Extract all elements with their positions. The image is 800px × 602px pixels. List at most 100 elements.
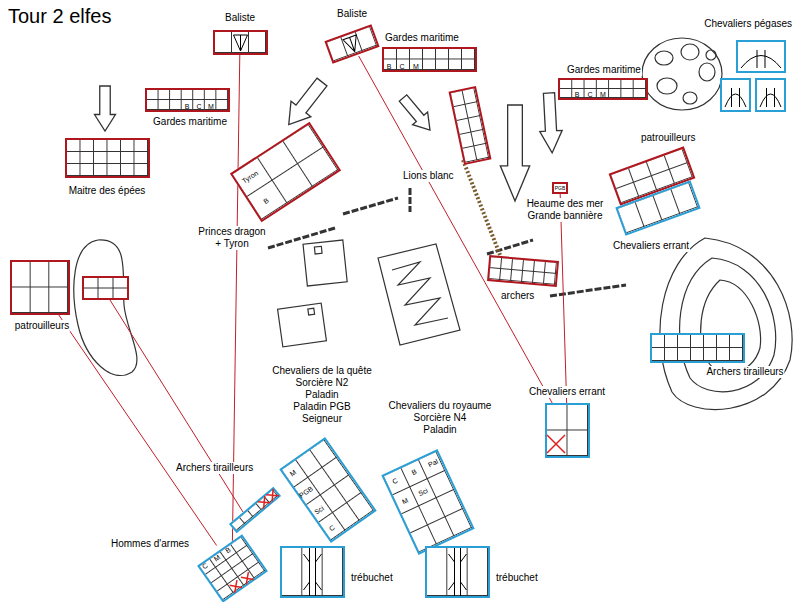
unit-name: Sorcière N2 [271, 377, 373, 389]
unit-symbol [720, 78, 751, 112]
unit-label: Chevaliers pégases [703, 18, 793, 30]
ruins [378, 244, 460, 345]
move-arrow [500, 105, 529, 201]
unit-symbol-stroke [725, 88, 746, 107]
unit-symbol [425, 546, 490, 598]
tree [683, 92, 697, 104]
unit-marking: M [600, 91, 606, 98]
unit-node: Baliste [327, 32, 377, 56]
unit-name: trébuchet [350, 572, 394, 584]
unit-node: Archers tirailleurs [650, 333, 745, 363]
tree [655, 51, 673, 65]
wall [409, 188, 412, 212]
unit-name: Maitre des épées [68, 185, 147, 197]
unit-symbol-stroke [741, 50, 781, 68]
unit-label: trébuchet [495, 572, 539, 584]
unit-marking: C [196, 103, 201, 110]
unit-label: patrouilleurs [640, 132, 696, 144]
tree [681, 44, 699, 60]
unit-node: trébuchet [280, 546, 345, 598]
unit-block [213, 30, 268, 55]
unit-node: Chevaliers pégases [720, 40, 786, 112]
wall [268, 228, 335, 248]
unit-label: patrouilleurs [14, 320, 70, 332]
range-line [560, 194, 566, 403]
move-arrow [538, 92, 564, 153]
unit-name: trébuchet [495, 572, 539, 584]
pegasus-model [720, 78, 751, 112]
unit-label: Baliste [336, 8, 368, 20]
forest [642, 38, 722, 110]
unit-label: Heaume des merGrande bannière [526, 198, 605, 222]
unit-node: Maitre des épées [65, 138, 150, 178]
unit-label: Gardes maritime [566, 64, 642, 76]
unit-symbol [755, 78, 786, 112]
unit-name: Chevaliers errant [612, 240, 690, 252]
unit-block [10, 260, 70, 315]
unit-label: Chevaliers errant [528, 386, 606, 398]
unit-name: Seigneur [271, 413, 373, 425]
unit-node: trébuchet [425, 546, 490, 598]
unit-block [545, 403, 590, 458]
unit-marking: M [208, 103, 214, 110]
unit-name: Paladin [388, 424, 493, 436]
unit-name: Hommes d'armes [110, 538, 190, 550]
unit-name: + Tyron [197, 238, 266, 250]
unit-name: Sorcière N4 [388, 412, 493, 424]
unit-symbol [229, 487, 281, 533]
unit-marking: B [575, 91, 580, 98]
unit-name: Heaume des mer [526, 198, 605, 210]
move-arrow [395, 92, 437, 137]
unit-node: Archers tirailleurs [226, 504, 284, 516]
unit-label: trébuchet [350, 572, 394, 584]
island [74, 240, 137, 376]
unit-node: Hommes d'armes [205, 546, 260, 591]
range-line [359, 56, 552, 403]
unit-name: Baliste [224, 12, 256, 24]
unit-name: Archers tirailleurs [705, 366, 784, 378]
unit-block [229, 487, 281, 533]
unit-block [280, 546, 345, 598]
unit-block [65, 138, 150, 178]
unit-block [720, 40, 786, 112]
unit-name: Grande bannière [526, 210, 605, 222]
unit-marking: M [413, 63, 419, 70]
tree [706, 50, 716, 60]
unit-symbol-stroke [343, 35, 361, 54]
unit-label: Archers tirailleurs [175, 462, 254, 474]
unit-symbol-stroke [229, 580, 242, 593]
unit-marking: C [399, 63, 404, 70]
unit-node: Chevaliers errant [545, 403, 590, 458]
unit-block [487, 255, 559, 287]
unit-symbol [736, 40, 786, 73]
unit-label: Chevaliers errant [612, 240, 690, 252]
unit-name: Gardes maritime [152, 116, 228, 128]
unit-node: archers [488, 258, 558, 284]
unit-name: patrouilleurs [14, 320, 70, 332]
unit-marking: C [587, 91, 592, 98]
unit-symbol-stroke [760, 88, 781, 107]
move-arrow [95, 86, 116, 131]
unit-name: Lions blanc [402, 170, 455, 182]
wall [343, 198, 398, 214]
unit-label: Chevaliers de la quêteSorcière N2Paladin… [271, 365, 373, 425]
unit-name: patrouilleurs [640, 132, 696, 144]
unit-name: Gardes maritime [384, 32, 460, 44]
building [303, 240, 347, 286]
hill [660, 238, 792, 410]
unit-symbol [280, 546, 345, 598]
unit-symbol-stroke [241, 572, 254, 585]
unit-block [449, 85, 492, 164]
unit-symbol [324, 24, 379, 64]
charge-path [463, 160, 500, 255]
unit-name: Archers tirailleurs [175, 462, 254, 474]
unit-symbol-stroke [304, 548, 322, 596]
unit-name: Chevaliers pégases [703, 18, 793, 30]
unit-label: Gardes maritime [152, 116, 228, 128]
unit-label: Lions blanc [402, 170, 455, 182]
unit-label: Hommes d'armes [110, 538, 190, 550]
shooting-line [110, 300, 243, 512]
unit-symbol [545, 403, 590, 458]
map-title: Tour 2 elfes [8, 4, 111, 28]
